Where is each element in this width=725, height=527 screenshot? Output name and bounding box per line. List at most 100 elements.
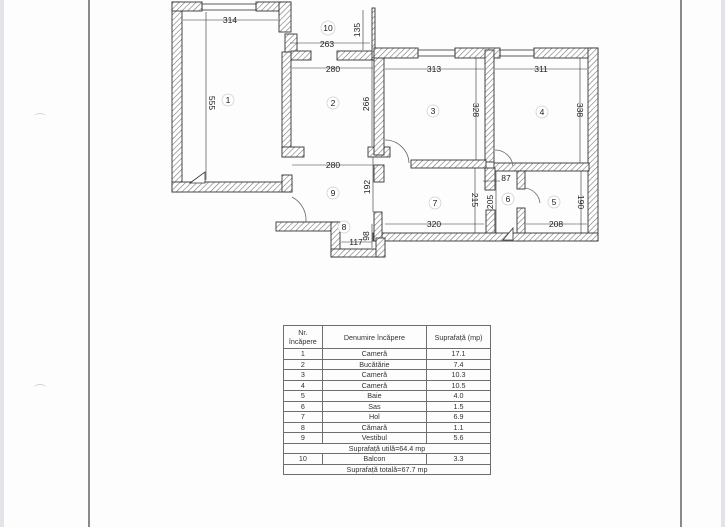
dim-215: 215 — [470, 193, 480, 207]
cell-nr: 3 — [283, 369, 323, 381]
room-area-table: Nr. încăpere Denumire încăpere Suprafață… — [283, 325, 491, 475]
dim-98: 98 — [361, 231, 371, 241]
punch-hole-mark — [33, 384, 47, 393]
room-number: 10 — [323, 23, 333, 33]
cell-area: 5.6 — [426, 432, 491, 444]
cell-area: 3.3 — [426, 453, 491, 465]
page-frame-right — [680, 0, 682, 527]
floor-plan: 314 555 263 135 280 266 313 328 311 338 … — [171, 1, 599, 258]
dim-313: 313 — [427, 64, 441, 74]
room-number: 1 — [226, 95, 231, 105]
dim-314: 314 — [223, 15, 237, 25]
page-edge-right — [721, 0, 725, 527]
header-area: Suprafață (mp) — [426, 325, 491, 349]
dim-87: 87 — [501, 173, 511, 183]
dim-208: 208 — [549, 219, 563, 229]
useful-area-total: Suprafață utilă=64.4 mp — [283, 442, 491, 454]
room-marker-9: 9 — [326, 186, 340, 200]
dimension-lines — [183, 10, 587, 248]
cell-area: 1.5 — [426, 400, 491, 412]
cell-nr: 4 — [283, 379, 323, 391]
room-marker-4: 4 — [535, 105, 549, 119]
cell-nr: 5 — [283, 390, 323, 402]
cell-nr: 1 — [283, 348, 323, 360]
room-number: 4 — [540, 107, 545, 117]
punch-hole-mark — [33, 113, 47, 122]
dim-205: 205 — [485, 195, 495, 209]
page-edge-left — [0, 0, 4, 527]
room-marker-5: 5 — [547, 195, 561, 209]
useful-area-row: Suprafață utilă=64.4 mp — [283, 442, 491, 454]
cell-nr: 7 — [283, 411, 323, 423]
cell-name: Baie — [321, 390, 428, 402]
cell-area: 1.1 — [426, 421, 491, 433]
door-swings — [188, 139, 541, 241]
room-number: 8 — [342, 222, 347, 232]
grand-total-row: Suprafață totală=67.7 mp — [283, 463, 491, 475]
room-number: 6 — [506, 194, 511, 204]
dim-135: 135 — [352, 23, 362, 37]
room-marker-3: 3 — [426, 104, 440, 118]
cell-area: 7.4 — [426, 358, 491, 370]
cell-nr: 6 — [283, 400, 323, 412]
dim-338: 338 — [575, 103, 585, 117]
cell-name: Vestibul — [321, 432, 428, 444]
room-marker-2: 2 — [326, 96, 340, 110]
dim-263: 263 — [320, 39, 334, 49]
page-frame-left — [88, 0, 90, 527]
room-number: 5 — [552, 197, 557, 207]
room-marker-7: 7 — [428, 196, 442, 210]
room-number: 3 — [431, 106, 436, 116]
cell-name: Sas — [321, 400, 428, 412]
cell-area: 10.3 — [426, 369, 491, 381]
dimension-labels: 314 555 263 135 280 266 313 328 311 338 … — [207, 15, 586, 247]
dim-328: 328 — [471, 103, 481, 117]
dim-320: 320 — [427, 219, 441, 229]
cell-area: 17.1 — [426, 348, 491, 360]
cell-area: 6.9 — [426, 411, 491, 423]
dim-192: 192 — [362, 180, 372, 194]
room-number: 7 — [433, 198, 438, 208]
room-marker-6: 6 — [501, 192, 515, 206]
cell-area: 10.5 — [426, 379, 491, 391]
cell-area: 4.0 — [426, 390, 491, 402]
cell-name: Hol — [321, 411, 428, 423]
dim-190: 190 — [576, 195, 586, 209]
dim-117: 117 — [349, 237, 363, 247]
dim-280-top: 280 — [326, 64, 340, 74]
dim-266: 266 — [361, 97, 371, 111]
dim-311: 311 — [534, 64, 548, 74]
dim-280-bottom: 280 — [326, 160, 340, 170]
cell-nr: 9 — [283, 432, 323, 444]
dim-555: 555 — [207, 96, 217, 110]
table-header-row: Nr. încăpere Denumire încăpere Suprafață… — [283, 325, 491, 349]
windows — [201, 3, 535, 57]
room-number: 2 — [331, 98, 336, 108]
room-marker-8: 8 — [337, 220, 351, 234]
cell-name: Cameră — [321, 369, 428, 381]
cell-name: Cameră — [321, 348, 428, 360]
room-marker-1: 1 — [221, 93, 235, 107]
room-number: 9 — [331, 188, 336, 198]
room-numbers: 1 2 3 4 5 6 7 8 9 10 — [221, 20, 561, 234]
cell-nr: 10 — [283, 453, 323, 465]
cell-name: Balcon — [321, 453, 428, 465]
header-nr: Nr. încăpere — [283, 325, 323, 349]
cell-nr: 2 — [283, 358, 323, 370]
cell-name: Bucătărie — [321, 358, 428, 370]
room-marker-10: 10 — [320, 20, 336, 36]
grand-area-total: Suprafață totală=67.7 mp — [283, 463, 491, 475]
cell-name: Cameră — [321, 379, 428, 391]
cell-name: Cămară — [321, 421, 428, 433]
header-name: Denumire încăpere — [321, 325, 428, 349]
